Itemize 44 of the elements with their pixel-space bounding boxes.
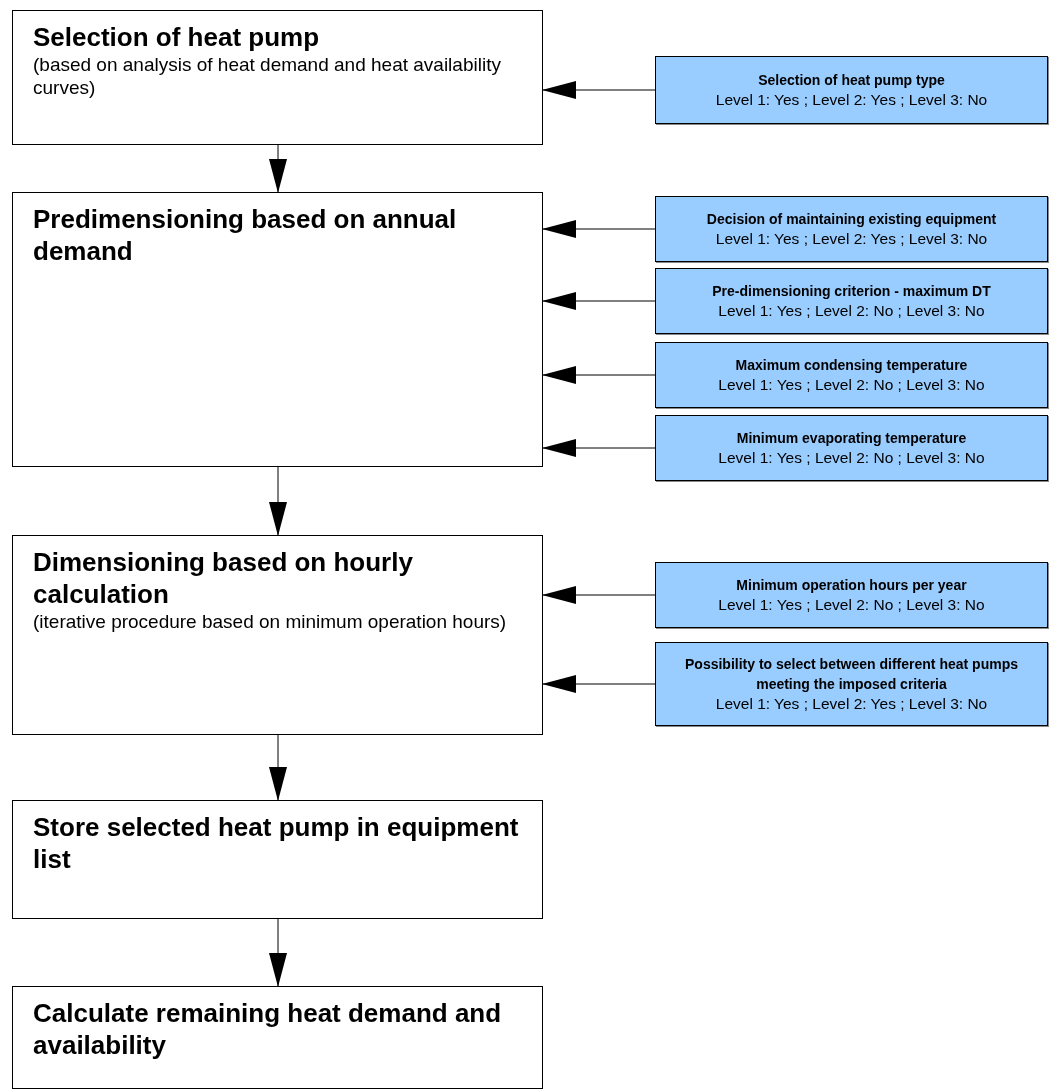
process-box: [12, 535, 543, 735]
level-availability: Level 1: Yes ; Level 2: Yes ; Level 3: No: [715, 694, 988, 714]
level-availability: Level 1: Yes ; Level 2: Yes ; Level 3: No: [715, 90, 988, 110]
criterion-box: [655, 562, 1048, 628]
criterion-title: Pre-dimensioning criterion - maximum DT: [712, 282, 991, 301]
step-title: Predimensioning based on annual demand: [33, 203, 458, 267]
criterion-box: [655, 642, 1048, 726]
process-box: [12, 192, 543, 467]
arrow: [542, 81, 656, 99]
criterion-title: Maximum condensing temperature: [735, 356, 968, 375]
step-title: Store selected heat pump in equipment list: [33, 811, 520, 875]
arrow: [269, 144, 287, 193]
arrow: [542, 220, 656, 238]
criterion-title: Minimum evaporating temperature: [736, 429, 967, 448]
level-availability: Level 1: Yes ; Level 2: No ; Level 3: No: [718, 595, 985, 615]
level-availability: Level 1: Yes ; Level 2: No ; Level 3: No: [718, 375, 985, 395]
step-title: Calculate remaining heat demand and availability: [33, 997, 503, 1061]
level-availability: Level 1: Yes ; Level 2: No ; Level 3: No: [718, 301, 985, 321]
process-box: [12, 10, 543, 145]
criterion-box: [655, 268, 1048, 334]
level-availability: Level 1: Yes ; Level 2: Yes ; Level 3: No: [715, 229, 988, 249]
arrow: [542, 439, 656, 457]
arrow: [542, 586, 656, 604]
criterion-box: [655, 415, 1048, 481]
criterion-box: [655, 342, 1048, 408]
criterion-title: Selection of heat pump type: [758, 71, 945, 90]
criterion-box: [655, 196, 1048, 262]
step-description: (based on analysis of heat demand and heat availability curves): [33, 53, 502, 99]
arrow: [542, 366, 656, 384]
process-box: [12, 800, 543, 919]
criterion-box: [655, 56, 1048, 124]
criterion-title: Decision of maintaining existing equipment: [706, 210, 997, 229]
process-box: [12, 986, 543, 1089]
arrow: [542, 292, 656, 310]
arrow: [269, 918, 287, 987]
step-description: (iterative procedure based on minimum operation hours): [33, 610, 508, 633]
arrow: [269, 734, 287, 801]
step-title: Selection of heat pump: [33, 21, 321, 53]
arrow: [542, 675, 656, 693]
arrow: [269, 466, 287, 536]
criterion-title: Minimum operation hours per year: [736, 576, 967, 595]
step-title: Dimensioning based on hourly calculation: [33, 546, 414, 610]
level-availability: Level 1: Yes ; Level 2: No ; Level 3: No: [718, 448, 985, 468]
criterion-title: Possibility to select between different heat pumps meeting the imposed criteria: [684, 655, 1019, 694]
